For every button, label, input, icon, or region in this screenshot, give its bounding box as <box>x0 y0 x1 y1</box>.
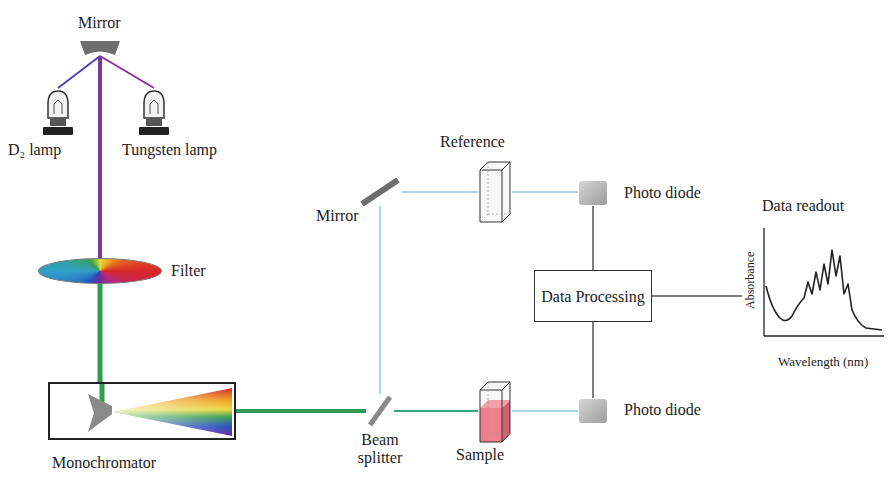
connector-line <box>379 206 381 394</box>
connector <box>593 322 594 398</box>
sample-cuvette-icon <box>478 380 512 442</box>
connector <box>652 296 742 297</box>
part-label: Data readout <box>762 197 844 215</box>
photo-diode-icon <box>578 180 608 206</box>
connector <box>100 56 101 258</box>
part-label: Wavelength (nm) <box>778 355 868 370</box>
monochromator-box-icon <box>50 384 234 438</box>
part-label: Reference <box>440 133 505 151</box>
beam-splitter: Beam splitter <box>366 394 394 428</box>
connector-line <box>592 206 594 270</box>
photo-diode: Photo diode <box>578 398 608 424</box>
part-label: Photo diode <box>624 401 701 419</box>
photo-diode: Photo diode <box>578 180 608 206</box>
connector-line <box>98 56 102 258</box>
connector-line <box>236 409 366 413</box>
part-label: Filter <box>171 262 206 280</box>
connector-line <box>512 410 578 412</box>
mirror: Mirror <box>80 40 120 56</box>
connector <box>236 411 366 412</box>
connector <box>402 192 478 193</box>
deuterium-lamp: D₂ lamp <box>42 88 74 136</box>
connector <box>100 284 101 382</box>
connector-line <box>394 410 478 412</box>
monochromator-box: Monochromator <box>48 382 236 440</box>
connector-line <box>58 56 100 88</box>
connector <box>100 56 154 88</box>
part-label: Sample <box>456 446 504 464</box>
connector <box>512 411 578 412</box>
mirror-icon <box>80 40 120 56</box>
reference-cuvette: Reference <box>478 160 512 224</box>
tungsten-lamp-icon <box>138 88 170 136</box>
connector-line <box>512 191 578 193</box>
part-label: Photo diode <box>624 184 701 202</box>
connector-line <box>402 191 478 193</box>
tungsten-lamp: Tungsten lamp <box>138 88 170 136</box>
readout-plot: Data readoutAbsorbanceWavelength (nm) <box>742 224 886 352</box>
beam-splitter-icon <box>366 394 394 428</box>
part-label: D₂ lamp <box>8 141 61 159</box>
connector <box>380 206 381 394</box>
part-label: Beam splitter <box>350 431 410 468</box>
process-box: Data Processing <box>534 270 652 322</box>
connector-line <box>100 56 154 88</box>
connector <box>512 192 578 193</box>
deuterium-lamp-icon <box>42 88 74 136</box>
connector-line <box>652 295 742 297</box>
readout-plot-icon <box>742 224 886 352</box>
part-label: Monochromator <box>52 454 156 472</box>
reference-cuvette-icon <box>478 160 512 224</box>
part-label: Mirror <box>316 207 359 225</box>
mirror-icon <box>358 178 402 206</box>
part-label: Tungsten lamp <box>122 141 217 159</box>
connector <box>58 56 100 88</box>
process-label: Data Processing <box>539 288 647 306</box>
connector-line <box>98 284 103 382</box>
connector <box>593 206 594 270</box>
part-label: Absorbance <box>744 252 758 309</box>
photo-diode-icon <box>578 398 608 424</box>
connector <box>394 411 478 412</box>
connector-line <box>592 322 594 398</box>
color-filter: Filter <box>38 258 162 284</box>
part-label: Mirror <box>78 14 121 32</box>
mirror: Mirror <box>358 178 402 206</box>
sample-cuvette: Sample <box>478 380 512 442</box>
